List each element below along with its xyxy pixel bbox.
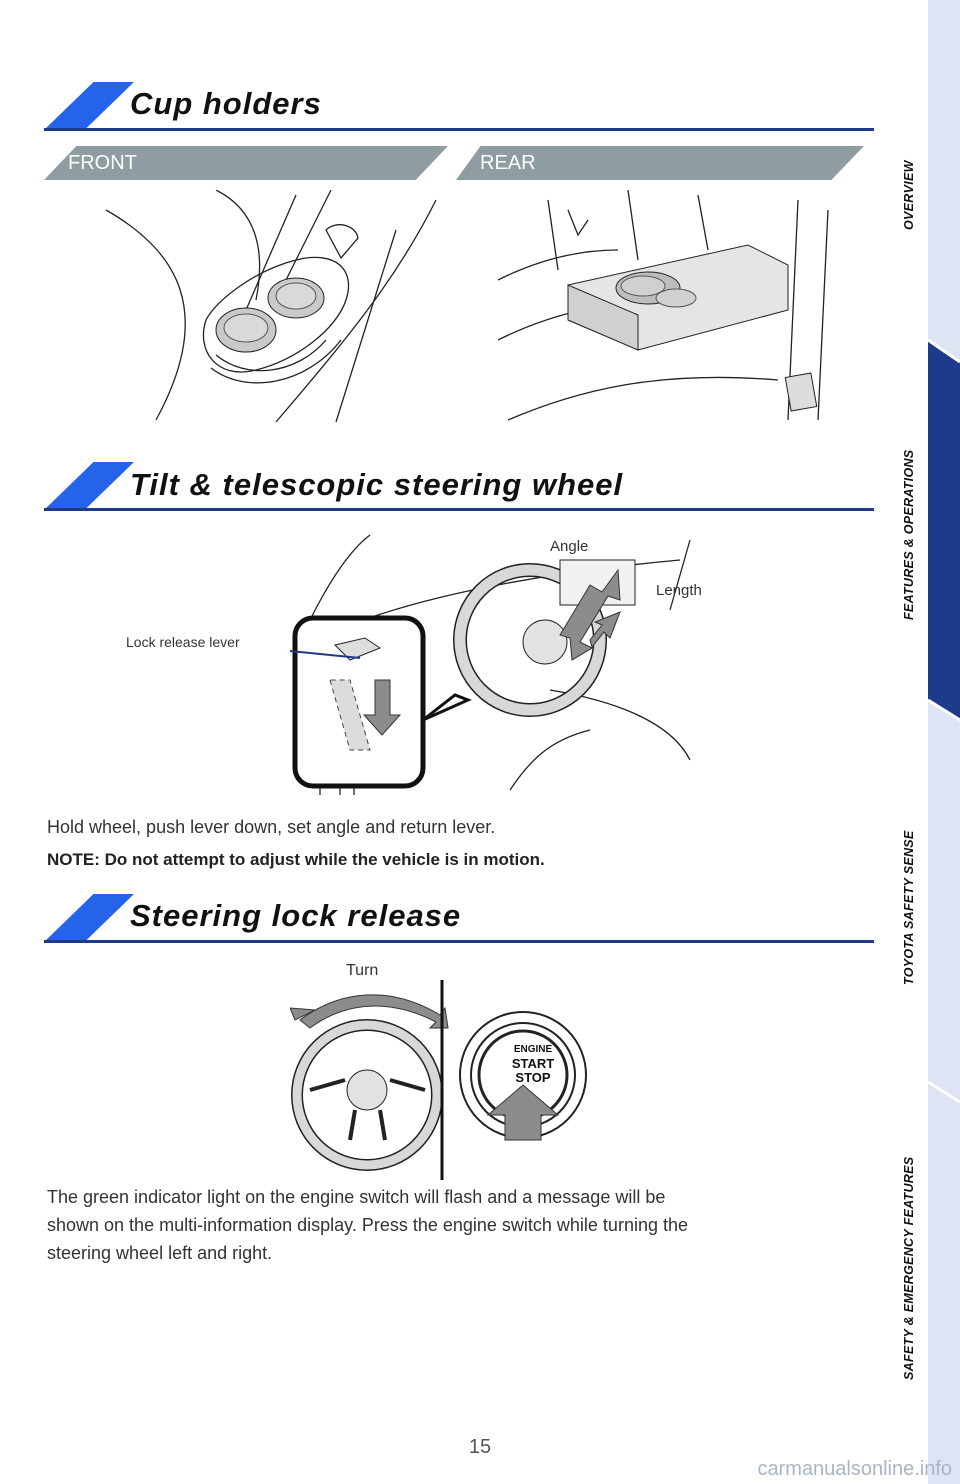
steering-lock-title: Steering lock release — [130, 898, 462, 933]
section-accent-tab — [44, 82, 134, 130]
tab-toyota-safety-sense[interactable]: TOYOTA SAFETY SENSE — [902, 830, 916, 985]
steering-wheel-illustration — [290, 534, 691, 795]
cup-holders-title: Cup holders — [130, 86, 322, 121]
section-accent-tab — [44, 894, 134, 942]
lock-release-lever-label: Lock release lever — [126, 634, 240, 650]
steering-lock-body-3: steering wheel left and right. — [47, 1243, 273, 1263]
tilt-note: NOTE: Do not attempt to adjust while the… — [47, 850, 545, 869]
tab-safety-emergency[interactable]: SAFETY & EMERGENCY FEATURES — [902, 1156, 916, 1380]
button-line-start: START — [511, 1056, 555, 1071]
front-label: FRONT — [68, 152, 137, 174]
steering-lock-body-2: shown on the multi-information display. … — [47, 1215, 688, 1235]
active-tab-shape — [928, 340, 960, 720]
length-label: Length — [656, 582, 702, 599]
steering-lock-body-1: The green indicator light on the engine … — [47, 1187, 666, 1207]
section-rule — [44, 508, 874, 511]
rear-label: REAR — [480, 152, 536, 174]
page-number: 15 — [468, 1436, 492, 1458]
button-line-engine: ENGINE — [513, 1044, 553, 1055]
front-label-bar: FRONT — [44, 146, 448, 180]
steering-lock-illustration — [290, 980, 587, 1180]
tab-features-operations[interactable]: FEATURES & OPERATIONS — [902, 449, 916, 620]
tab-overview[interactable]: OVERVIEW — [902, 160, 916, 230]
section-rule — [44, 128, 874, 131]
side-tab-shapes — [928, 0, 960, 1104]
button-line-stop: STOP — [515, 1070, 551, 1085]
section-rule — [44, 940, 874, 943]
section-accent-tab — [44, 462, 134, 510]
turn-label: Turn — [346, 962, 379, 979]
rear-label-bar: REAR — [456, 146, 864, 180]
front-cup-holder-illustration — [105, 190, 437, 423]
tilt-telescopic-title: Tilt & telescopic steering wheel — [130, 467, 624, 502]
tilt-instruction: Hold wheel, push lever down, set angle a… — [47, 817, 496, 837]
watermark: carmanualsonline.info — [757, 1458, 952, 1480]
angle-label: Angle — [550, 538, 589, 555]
engine-start-stop-button[interactable]: ENGINE START STOP — [493, 1043, 573, 1085]
rear-cup-holder-illustration — [498, 190, 829, 421]
